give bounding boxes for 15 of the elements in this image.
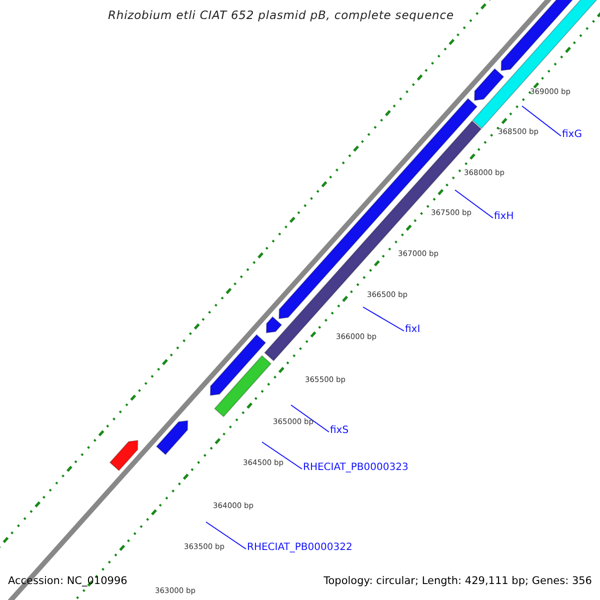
- gene-label: RHECIAT_PB0000323: [303, 463, 408, 473]
- leader-line: [522, 106, 562, 136]
- info-text: Accession: NC_010996: [8, 576, 128, 586]
- leader-line: [454, 190, 494, 218]
- leader-line: [290, 404, 330, 432]
- leader-line: [262, 442, 302, 470]
- gene-label: RHECIAT_PB0000322: [247, 543, 352, 553]
- gene-label: fixG: [562, 130, 582, 140]
- leader-line: [206, 522, 246, 550]
- info-text: Topology: circular; Length: 429,111 bp; Genes: 356: [324, 576, 592, 586]
- gene-label: fixI: [405, 325, 420, 335]
- gene-label: fixH: [494, 212, 514, 222]
- title: Rhizobium etli CIAT 652 plasmid pB, complete sequence: [108, 10, 454, 22]
- gene-label: fixS: [330, 426, 349, 436]
- leader-line: [362, 306, 404, 332]
